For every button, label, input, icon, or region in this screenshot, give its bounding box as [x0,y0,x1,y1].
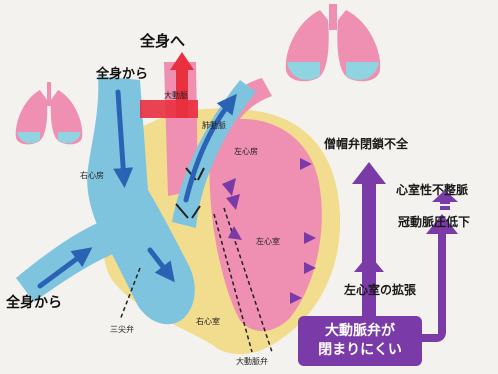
cause-line-2: 閉まりにくい [298,341,422,360]
left-ventricle-label: 左心室 [256,238,280,246]
coronary-pressure-label: 冠動脈圧低下 [398,216,470,228]
right-atrium-label: 右心房 [80,172,104,180]
aortic-arch-band [140,100,198,118]
mitral-regurgitation-label: 僧帽弁閉鎖不全 [324,138,408,150]
vena-cava-shape [16,222,118,302]
cause-line-1: 大動脈弁が [298,322,422,341]
lungs-icon [286,4,380,81]
aortic-valve-label: 大動脈弁 [236,358,268,366]
aorta-label: 大動脈 [164,92,188,100]
lv-dilation-label: 左心室の拡張 [344,284,416,296]
lungs-icon [16,82,83,144]
left-atrium-label: 左心房 [234,148,258,156]
to-body-label: 全身へ [140,34,185,49]
cause-callout: 大動脈弁が 閉まりにくい [298,316,422,366]
arrhythmia-label: 心室性不整脈 [396,184,468,196]
right-ventricle-label: 右心室 [196,318,220,326]
from-body-left-label: 全身から [6,296,62,310]
from-body-top-label: 全身から [96,68,148,81]
pulmonary-artery-label: 肺動脈 [202,122,226,130]
tricuspid-valve-label: 三尖弁 [110,326,134,334]
